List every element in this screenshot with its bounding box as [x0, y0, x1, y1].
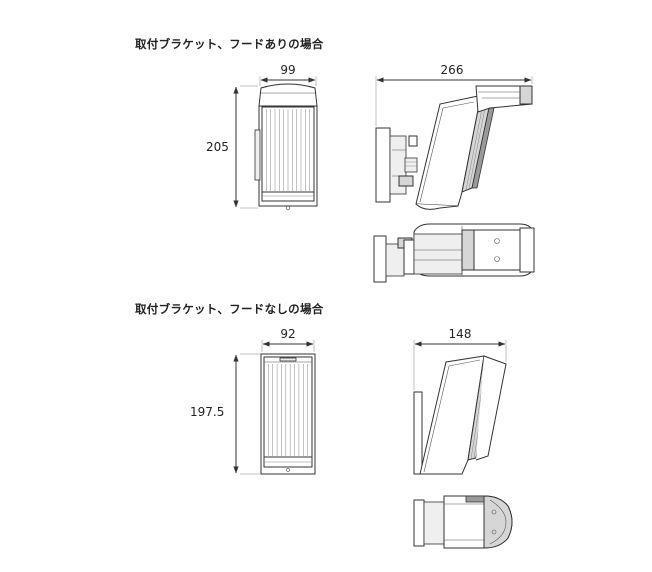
- dimension-205: 205: [206, 85, 258, 209]
- front-view-with-hood: [254, 83, 318, 211]
- top-view-with-hood: [373, 223, 535, 283]
- dim-label-266: 266: [441, 63, 464, 77]
- dim-label-205: 205: [206, 140, 229, 154]
- heading-with-hood: 取付ブラケット、フードありの場合: [135, 37, 324, 51]
- dim-label-148: 148: [449, 327, 472, 341]
- dimension-99: 99: [259, 63, 317, 86]
- side-view-with-hood: [375, 85, 533, 210]
- dimension-148: 148: [413, 327, 507, 390]
- dim-label-92: 92: [280, 327, 295, 341]
- dimension-266: 266: [375, 63, 533, 126]
- dimension-197-5: 197.5: [190, 353, 260, 475]
- front-view-without-hood: [260, 353, 316, 475]
- heading-without-hood: 取付ブラケット、フードなしの場合: [135, 302, 324, 316]
- side-view-without-hood: [413, 355, 507, 475]
- dimension-92: 92: [261, 327, 315, 352]
- dim-label-99: 99: [280, 63, 295, 77]
- top-view-without-hood: [413, 495, 513, 549]
- dim-label-197-5: 197.5: [190, 405, 224, 419]
